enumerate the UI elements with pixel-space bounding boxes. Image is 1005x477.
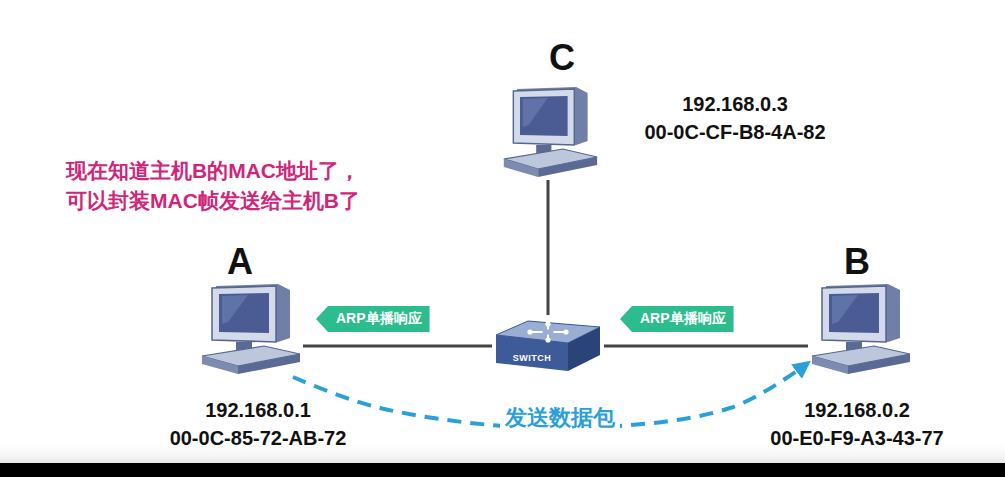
switch-side — [568, 327, 600, 371]
switch-arrows — [528, 322, 567, 341]
base-front — [504, 159, 538, 177]
ip-address: 192.168.0.2 — [804, 399, 910, 422]
bottom-band — [0, 463, 1005, 477]
base-front — [812, 356, 848, 374]
monitor-screen — [520, 96, 568, 136]
mac-address: 00-E0-F9-A3-43-77 — [770, 427, 943, 450]
host-letter: B — [844, 241, 870, 283]
switch-node: SWITCH — [492, 315, 604, 377]
screen-glare — [222, 295, 248, 324]
mac-address: 00-0C-85-72-AB-72 — [170, 427, 347, 450]
host-letter: A — [227, 241, 253, 283]
computer-icon — [500, 85, 600, 180]
monitor-bezel — [513, 89, 574, 145]
host-letter: C — [549, 37, 575, 79]
network-cable — [604, 345, 808, 348]
ip-address: 192.168.0.1 — [205, 399, 311, 422]
tag-arrow-shape — [620, 306, 734, 332]
switch-icon — [492, 315, 604, 377]
monitor-screen — [829, 293, 879, 333]
screen-glare — [832, 295, 858, 324]
callout-note: 现在知道主机B的MAC地址了， 可以封装MAC帧发送给主机B了 — [66, 156, 360, 217]
network-cable — [303, 345, 492, 348]
computer-icon — [808, 282, 913, 377]
base-side — [238, 354, 300, 374]
computer-node: A192.168.0.100-0C-85-72-AB-72 — [198, 282, 303, 377]
switch-front — [496, 335, 568, 371]
base-side — [848, 354, 910, 374]
computer-node: C192.168.0.300-0C-CF-B8-4A-82 — [500, 85, 600, 180]
monitor-bezel — [212, 286, 276, 342]
base-front — [202, 356, 238, 374]
tag-arrow-shape — [316, 306, 430, 332]
base-side — [538, 157, 597, 177]
mac-address: 00-0C-CF-B8-4A-82 — [644, 121, 825, 144]
device-label: SWITCH — [513, 353, 552, 363]
monitor-bezel — [822, 286, 886, 342]
arp-response-tag: ARP单播响应 — [336, 310, 422, 328]
screen-glare — [523, 98, 548, 127]
network-cable — [547, 180, 550, 315]
monitor-screen — [219, 293, 269, 333]
computer-icon — [198, 282, 303, 377]
edge-label: 发送数据包 — [500, 403, 620, 433]
ip-address: 192.168.0.3 — [682, 93, 788, 116]
computer-node: B192.168.0.200-E0-F9-A3-43-77 — [808, 282, 913, 377]
arp-response-tag: ARP单播响应 — [640, 310, 726, 328]
